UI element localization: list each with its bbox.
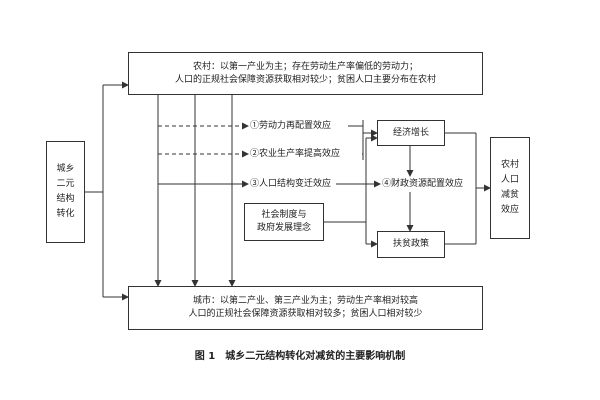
social-system-line2: 政府发展理念 [256, 223, 311, 233]
urban-box-line2: 人口的正规社会保障资源获取相对较多；贫困人口相对较少 [188, 309, 423, 319]
effect-labor-reallocation: ①劳动力再配置效应 [249, 121, 333, 132]
right-box-line: 农村 [500, 160, 519, 170]
left-box-line: 转化 [56, 209, 75, 219]
effect-population-structure: ③人口结构变迁效应 [249, 179, 333, 190]
effect-agri-productivity: ②农业生产率提高效应 [249, 149, 342, 160]
urban-box-line1: 城市：以第二产业、第三产业为主；劳动生产率相对较高 [192, 296, 418, 306]
left-box-line: 结构 [56, 194, 75, 204]
right-box-line: 人口 [500, 175, 519, 185]
poverty-policy-box: 扶贫政策 [377, 231, 445, 258]
rural-box-line1: 农村：以第一产业为主；存在劳动生产率偏低的劳动力； [192, 61, 418, 72]
effect-fiscal-reallocation: ④财政资源配置效应 [381, 179, 465, 190]
urban-box: 城市：以第二产业、第三产业为主；劳动生产率相对较高 人口的正规社会保障资源获取相… [128, 286, 483, 330]
rural-box: 农村：以第一产业为主；存在劳动生产率偏低的劳动力； 人口的正规社会保障资源获取相… [128, 52, 483, 95]
social-system-box: 社会制度与 政府发展理念 [244, 203, 324, 241]
urban-rural-transformation-box: 城乡 二元 结构 转化 [46, 141, 85, 243]
social-system-line1: 社会制度与 [261, 210, 307, 220]
rural-poverty-reduction-box: 农村 人口 减贫 效应 [490, 137, 530, 239]
right-box-line: 减贫 [500, 190, 519, 200]
economic-growth-box: 经济增长 [377, 120, 445, 146]
rural-box-line2: 人口的正规社会保障资源获取相对较少；贫困人口主要分布在农村 [174, 74, 436, 85]
economic-growth-label: 经济增长 [392, 127, 429, 138]
figure-caption: 图 1 城乡二元结构转化对减贫的主要影响机制 [194, 351, 406, 362]
left-box-line: 二元 [56, 179, 75, 189]
poverty-policy-label: 扶贫政策 [392, 239, 429, 249]
left-box-line: 城乡 [56, 164, 75, 174]
right-box-line: 效应 [500, 205, 519, 215]
